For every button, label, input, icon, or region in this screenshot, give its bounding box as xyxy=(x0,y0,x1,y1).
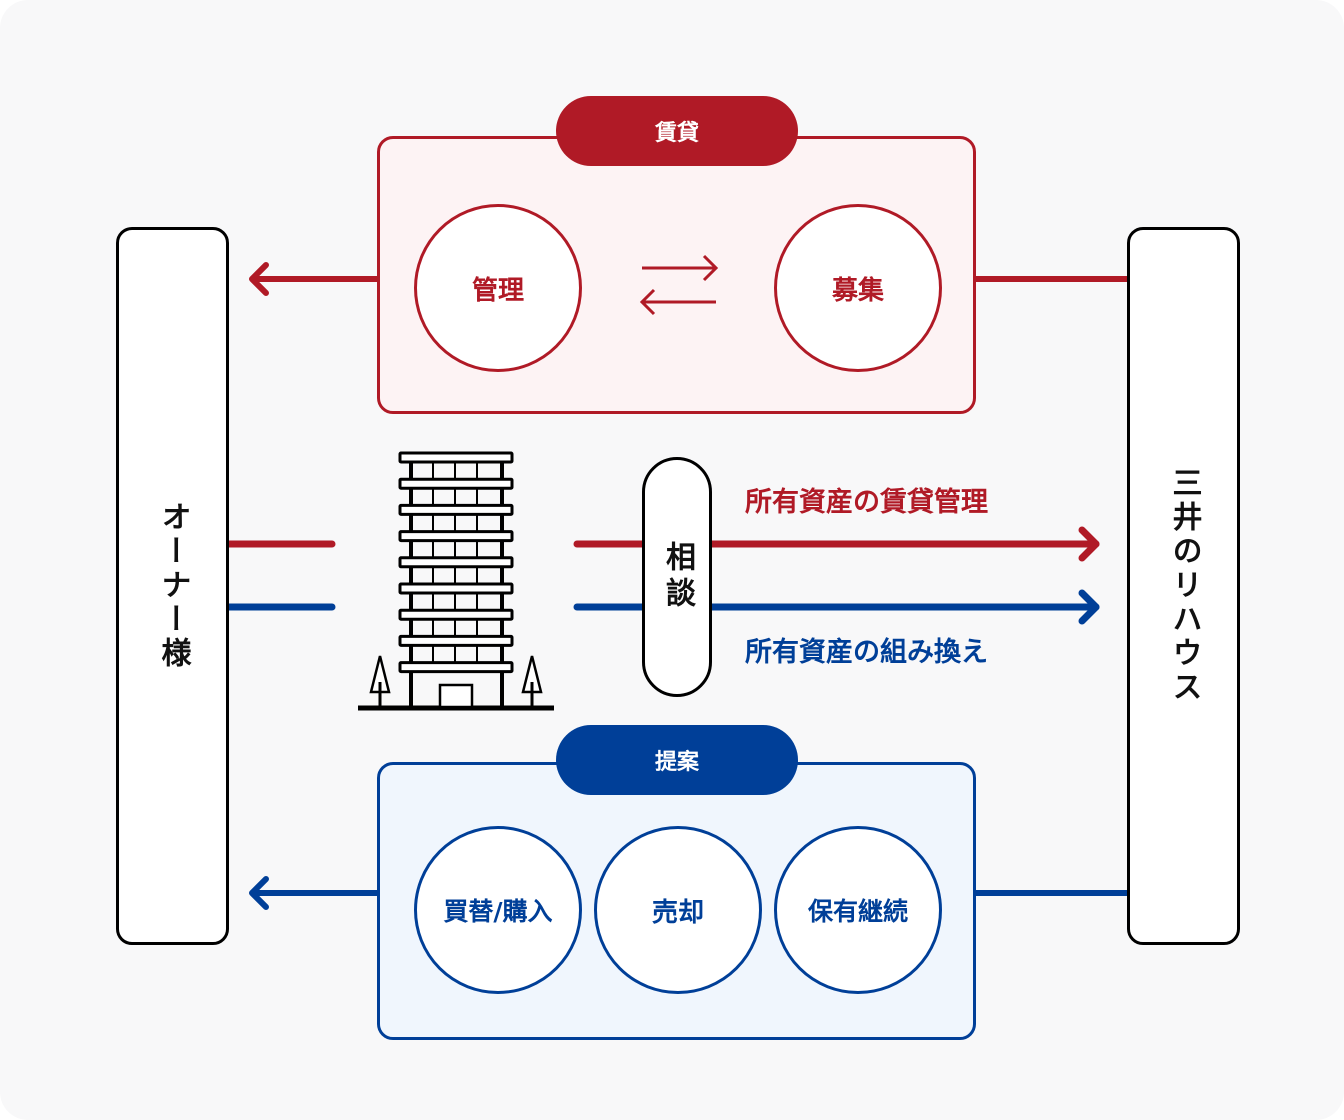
rental-item-label: 管理 xyxy=(471,275,524,306)
building-floor-slab xyxy=(398,530,514,543)
proposal-item-replace-purchase: 買替/購入 xyxy=(414,826,582,994)
rental-item-recruitment: 募集 xyxy=(774,204,942,372)
company-box: 三井のリハウス xyxy=(1127,227,1240,945)
apartment-building-icon xyxy=(358,451,554,711)
rental-item-management: 管理 xyxy=(414,204,582,372)
proposal-item-label: 買替/購入 xyxy=(443,897,553,926)
proposal-item-keep-holding: 保有継続 xyxy=(774,826,942,994)
proposal-title: 提案 xyxy=(654,750,699,775)
consultation-label: 相談 xyxy=(660,541,695,613)
consultation-pill: 相談 xyxy=(642,457,712,697)
rental-management-flow-arrowhead xyxy=(1078,526,1100,562)
building-floor-slab xyxy=(398,503,514,516)
owner-label: オーナー様 xyxy=(155,501,191,671)
asset-restructure-flow-arrowhead xyxy=(1078,589,1100,625)
rental-title-badge: 賃貸 xyxy=(556,96,798,166)
building-floor-slab xyxy=(398,451,514,464)
building-floor-slab xyxy=(398,634,514,647)
building-floor-slab xyxy=(398,661,514,674)
asset-restructure-flow-label: 所有資産の組み換え xyxy=(745,637,988,668)
rental-title: 賃貸 xyxy=(654,121,699,146)
proposal-title-badge: 提案 xyxy=(556,725,798,795)
owner-box: オーナー様 xyxy=(116,227,229,945)
company-label: 三井のリハウス xyxy=(1166,467,1202,705)
proposal-item-label: 売却 xyxy=(651,897,704,928)
proposal-to-owner-arrowhead xyxy=(249,876,269,910)
rental-item-label: 募集 xyxy=(831,275,884,306)
proposal-item-label: 保有継続 xyxy=(807,897,908,926)
proposal-item-sell: 売却 xyxy=(594,826,762,994)
building-floor-slab xyxy=(398,608,514,621)
rental-to-owner-arrowhead xyxy=(249,262,269,296)
building-floor-slab xyxy=(398,556,514,569)
bidirectional-arrows-icon xyxy=(639,254,719,316)
rental-management-flow-label: 所有資産の賃貸管理 xyxy=(745,487,988,518)
building-floor-slab xyxy=(398,582,514,595)
building-floor-slab xyxy=(398,477,514,490)
